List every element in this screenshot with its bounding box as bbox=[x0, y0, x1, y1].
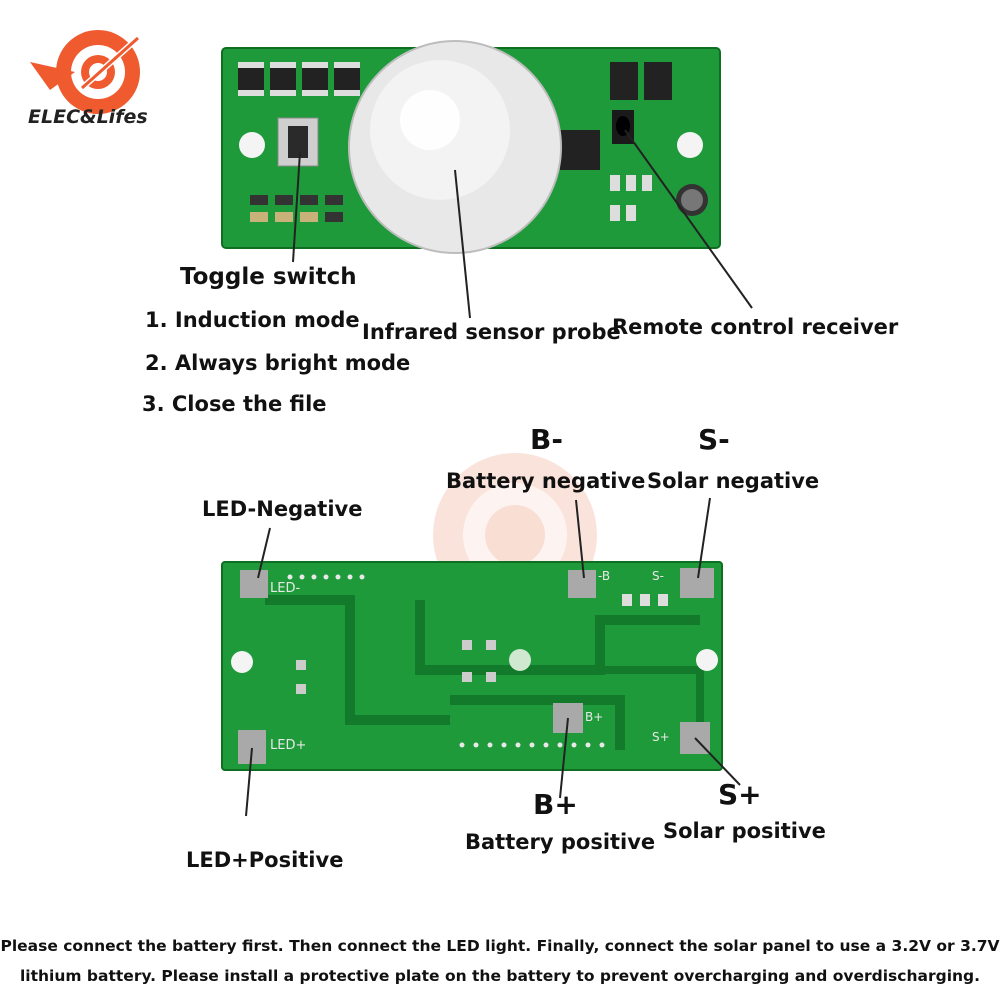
silk-s-plus: S+ bbox=[652, 730, 670, 744]
label-infrared-probe: Infrared sensor probe bbox=[362, 320, 621, 344]
brand-logo-icon bbox=[30, 30, 140, 114]
label-s-minus: S- bbox=[698, 423, 730, 456]
label-solar-positive: Solar positive bbox=[663, 819, 826, 843]
label-b-minus: B- bbox=[530, 423, 563, 456]
silk-s-minus: S- bbox=[652, 569, 664, 583]
label-battery-negative: Battery negative bbox=[446, 469, 646, 493]
label-led-positive: LED+Positive bbox=[186, 848, 344, 872]
silk-led-minus: LED- bbox=[270, 581, 301, 596]
label-toggle-switch: Toggle switch bbox=[180, 264, 357, 290]
pad-led-minus bbox=[240, 570, 268, 598]
label-remote-receiver: Remote control receiver bbox=[612, 315, 899, 339]
footer-line-2: lithium battery. Please install a protec… bbox=[19, 967, 981, 985]
brand-logo: ELEC&Lifes bbox=[20, 20, 160, 135]
silk-b-minus: -B bbox=[598, 569, 611, 583]
label-solar-negative: Solar negative bbox=[647, 469, 820, 493]
silk-b-plus: B+ bbox=[585, 710, 604, 724]
brand-name: ELEC&Lifes bbox=[28, 106, 148, 128]
label-mode-3: 3. Close the file bbox=[142, 392, 327, 416]
footer-line-1: Please connect the battery first. Then c… bbox=[0, 937, 1000, 955]
silk-led-plus: LED+ bbox=[270, 738, 307, 753]
label-b-plus: B+ bbox=[533, 788, 578, 821]
label-battery-positive: Battery positive bbox=[465, 830, 656, 854]
label-mode-2: 2. Always bright mode bbox=[145, 351, 411, 375]
pad-b-minus bbox=[568, 570, 596, 598]
label-led-negative: LED-Negative bbox=[202, 497, 363, 521]
pad-s-minus bbox=[680, 568, 714, 598]
label-mode-1: 1. Induction mode bbox=[145, 308, 360, 332]
label-s-plus: S+ bbox=[718, 778, 762, 811]
